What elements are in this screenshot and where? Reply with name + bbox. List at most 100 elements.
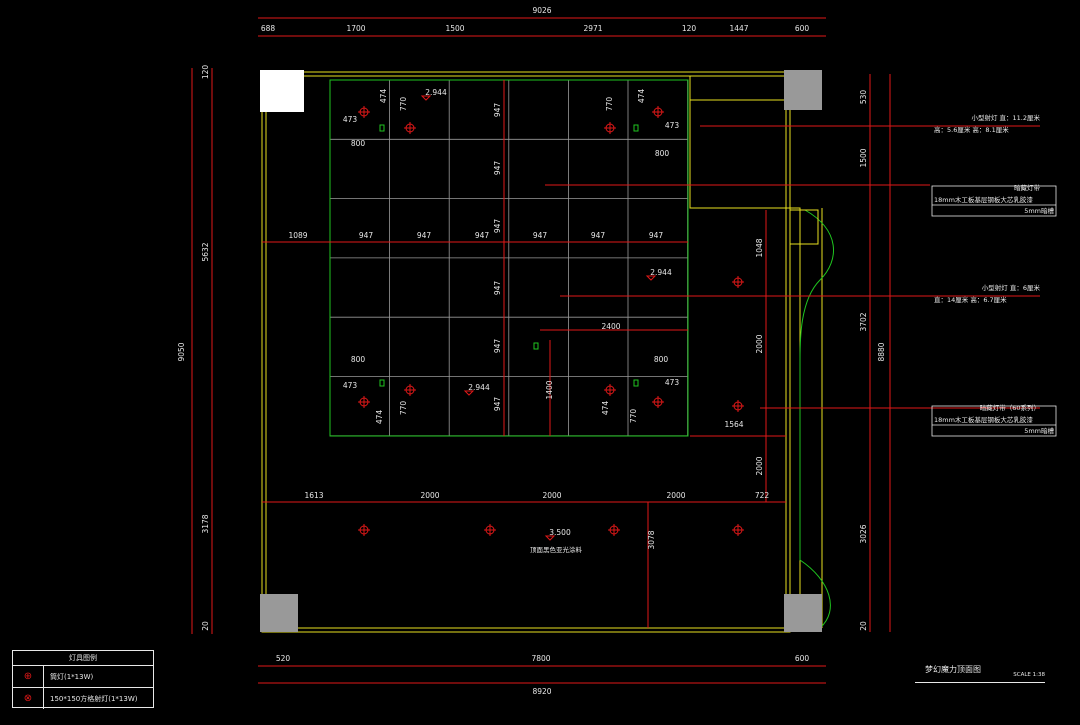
lighting-legend: 灯具图例 ⊕ 筒灯(1*13W) ⊗ 150*150方格射灯(1*13W) [12, 650, 154, 709]
dimension-label: 947 [359, 231, 374, 240]
legend-row-grille: ⊗ 150*150方格射灯(1*13W) [13, 688, 153, 709]
grille-light-icon [533, 342, 539, 350]
drawing-title: 梦幻魔力顶面图 [925, 665, 981, 674]
dimension-label: 20 [201, 621, 210, 631]
dimension-lines [191, 17, 1040, 684]
grille-light-icon: ⊗ [13, 688, 44, 709]
column-bottom-right [784, 594, 822, 632]
callout-extra: 5mm暗槽 [1024, 206, 1054, 215]
dimension-label: 947 [591, 231, 606, 240]
dimension-label: 800 [351, 139, 366, 148]
dimension-label: 520 [276, 654, 291, 663]
dimension-label: 600 [795, 24, 810, 33]
dimension-label: 722 [755, 491, 770, 500]
dimension-label: 474 [637, 89, 646, 104]
dimension-label: 800 [654, 355, 669, 364]
dimension-label: 947 [493, 397, 502, 412]
callout-extra: 5mm暗槽 [1024, 426, 1054, 435]
dimension-label: 770 [605, 97, 614, 112]
dimension-label: 947 [493, 219, 502, 234]
dimension-label: 1613 [304, 491, 323, 500]
grille-light-icon [379, 379, 385, 387]
dimension-label: 947 [417, 231, 432, 240]
dimension-label: 1089 [288, 231, 307, 240]
dimension-label: 3178 [201, 514, 210, 533]
dimension-label: 5632 [201, 242, 210, 261]
dimension-label: 947 [493, 103, 502, 118]
light-fixtures [358, 106, 744, 536]
dimension-label: 770 [399, 401, 408, 416]
dimension-label: 770 [399, 97, 408, 112]
callout-title: 暗藏灯带 [1014, 183, 1041, 192]
dimension-label: 1400 [545, 380, 554, 399]
column-top-left [260, 70, 304, 112]
dimension-label: 800 [655, 149, 670, 158]
level-value: 2.944 [425, 88, 447, 97]
dimension-label: 600 [795, 654, 810, 663]
callout-title: 小型射灯 直：11.2厘米 [971, 113, 1040, 122]
callout-box [931, 185, 1057, 217]
dimension-label: 3078 [647, 530, 656, 549]
callout-box [931, 405, 1057, 437]
overall-height-right: 8880 [877, 342, 886, 361]
dimension-label: 473 [665, 378, 680, 387]
dimension-label: 800 [351, 355, 366, 364]
dimension-label: 1564 [724, 420, 743, 429]
dimension-label: 1048 [755, 238, 764, 257]
dimension-label: 530 [859, 90, 868, 105]
legend-title: 灯具图例 [13, 651, 153, 666]
dimension-label: 474 [375, 410, 384, 425]
dimension-label: 947 [493, 281, 502, 296]
level-marker [463, 390, 475, 396]
dimension-label: 2400 [601, 322, 620, 331]
legend-label: 筒灯(1*13W) [50, 672, 94, 681]
overall-width-top: 9026 [532, 6, 551, 15]
downlight-icon: ⊕ [13, 666, 44, 687]
grille-light-icon [633, 124, 639, 132]
dimension-label: 2000 [542, 491, 561, 500]
dimension-label: 2000 [755, 334, 764, 353]
dimension-label: 3026 [859, 524, 868, 543]
level-marker [544, 535, 556, 541]
dimension-label: 473 [665, 121, 680, 130]
title-block: 梦幻魔力顶面图 SCALE 1:38 [915, 660, 1045, 683]
callout-sub: 18mm木工板基层钢板大芯乳胶漆 [934, 415, 1033, 424]
grille-light-icon [379, 124, 385, 132]
dimension-label: 947 [475, 231, 490, 240]
dimension-label: 770 [629, 409, 638, 424]
dimension-label: 3702 [859, 312, 868, 331]
level-marker [645, 275, 657, 281]
level-value: 2.944 [468, 383, 490, 392]
dimension-label: 474 [379, 89, 388, 104]
dimension-label: 2000 [666, 491, 685, 500]
dimension-label: 1500 [445, 24, 464, 33]
drawing-scale: SCALE 1:38 [1013, 672, 1045, 678]
dimension-label: 947 [493, 339, 502, 354]
callout-sub: 18mm木工板基层钢板大芯乳胶漆 [934, 195, 1033, 204]
room-walls [261, 71, 834, 633]
dimension-label: 688 [261, 24, 276, 33]
callout-title: 小型射灯 直：6厘米 [982, 283, 1041, 292]
dimension-label: 947 [493, 161, 502, 176]
dimension-label: 1700 [346, 24, 365, 33]
dimension-label: 947 [649, 231, 664, 240]
dimension-label: 474 [601, 401, 610, 416]
level-value: 2.944 [650, 268, 672, 277]
dimension-label: 2000 [755, 456, 764, 475]
dimension-label: 947 [533, 231, 548, 240]
dimension-label: 2971 [583, 24, 602, 33]
grille-light-icon [633, 379, 639, 387]
overall-height-left: 9050 [177, 342, 186, 361]
level-value: 3.500 [549, 528, 571, 537]
level-marker [420, 95, 432, 101]
dimension-label: 1500 [859, 148, 868, 167]
column-top-right [784, 70, 822, 110]
legend-row-downlight: ⊕ 筒灯(1*13W) [13, 666, 153, 688]
dimension-label: 120 [682, 24, 697, 33]
dimension-label: 20 [859, 621, 868, 631]
overall-width-bottom: 8920 [532, 687, 551, 696]
dimension-label: 7800 [531, 654, 550, 663]
